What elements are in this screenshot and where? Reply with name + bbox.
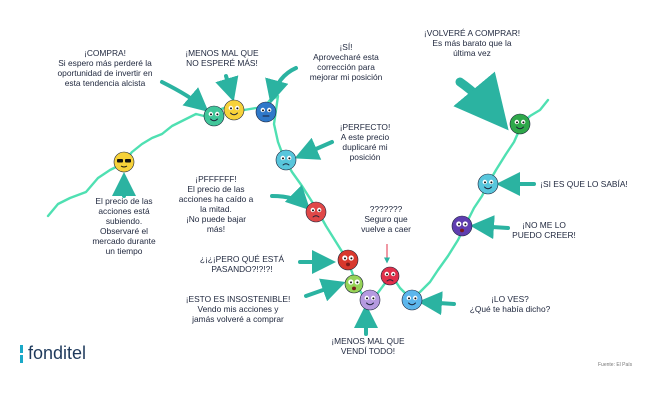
doubt-emoji — [380, 266, 400, 286]
label-perfecto: ¡PERFECTO! A este precio duplicaré mi po… — [339, 122, 391, 162]
label-pero-que-esta-pasando: ¿¡¿¡PERO QUÉ ESTÁ PASANDO?!?!?! — [199, 254, 285, 274]
arrow-happy — [215, 74, 239, 102]
smug-emoji — [401, 289, 423, 311]
label-volvere-a-comprar: ¡VOLVERÉ A COMPRAR! Es más barato que la… — [423, 28, 521, 58]
arrow-smug — [418, 291, 456, 316]
arrow-desperate — [304, 278, 346, 302]
label-si-es-que-lo-sabia: ¡SI ES QUE LO SABÍA! — [540, 179, 628, 189]
label-compra: ¡COMPRA! Si espero más perderé la oportu… — [57, 48, 153, 88]
label-pfff: ¡PFFFFFF! El precio de las acciones ha c… — [178, 174, 254, 234]
label-lo-ves: ¡LO VES? ¿Qué te había dicho? — [469, 294, 551, 314]
arrow-incredulous — [470, 215, 510, 240]
incredulous-emoji — [451, 215, 473, 237]
fonditel-logo: fonditel — [20, 343, 86, 364]
label-menos-mal-no-espere: ¡MENOS MAL QUE NO ESPERÉ MÁS! — [185, 48, 259, 68]
source-note: Fuente: El País — [598, 362, 633, 368]
arrow-determined — [453, 71, 509, 131]
shocked-emoji — [337, 249, 359, 271]
label-si-aprovechare: ¡SÍ! Aprovecharé esta corrección para me… — [309, 42, 383, 82]
arrow-calm — [265, 66, 298, 104]
sunglasses-emoji — [113, 151, 135, 173]
knowing-emoji — [477, 173, 499, 195]
calm-emoji — [255, 101, 277, 123]
happy-emoji — [223, 99, 245, 121]
desperate-emoji — [344, 274, 364, 294]
arrow-worried — [294, 137, 334, 160]
label-no-me-lo-puedo-creer: ¡NO ME LO PUEDO CREER! — [512, 220, 576, 240]
arrow-angry — [270, 184, 311, 211]
arrow-excited — [160, 80, 209, 112]
worried-emoji — [275, 149, 297, 171]
fonditel-wordmark: fonditel — [28, 343, 87, 363]
label-menos-mal-vendi: ¡MENOS MAL QUE VENDÍ TODO! — [331, 336, 405, 356]
determined-emoji — [509, 113, 531, 135]
label-precio-subiendo: El precio de las acciones está subiendo.… — [92, 196, 156, 256]
excited-emoji — [203, 105, 225, 127]
label-insostenible: ¡ESTO ES INSOSTENIBLE! Vendo mis accione… — [185, 294, 291, 324]
label-seguro-que-vuelve: ??????? Seguro que vuelve a caer — [361, 204, 411, 234]
angry-emoji — [305, 201, 327, 223]
relieved-emoji — [359, 289, 381, 311]
fonditel-mark-icon — [20, 344, 26, 363]
